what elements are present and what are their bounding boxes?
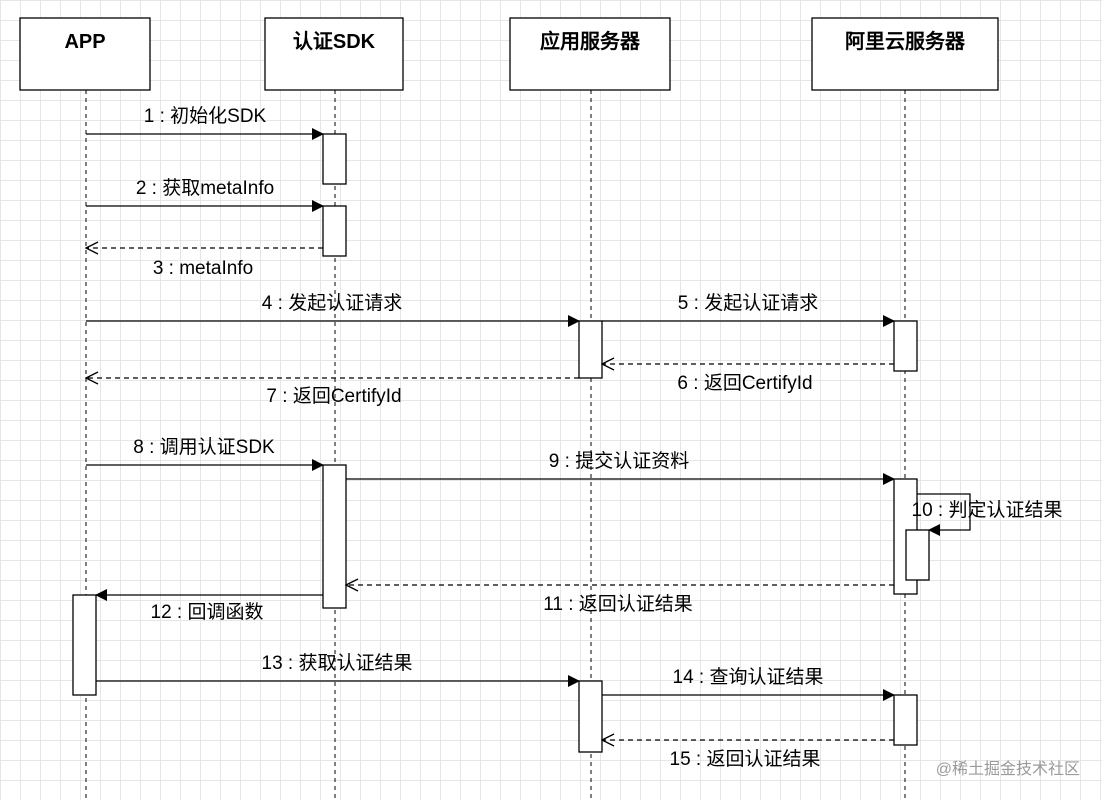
activation-app-server-2 (578, 680, 603, 753)
participant-sdk: 认证SDK (264, 17, 404, 91)
label-m6: 6 : 返回CertifyId (677, 372, 812, 394)
label-m13: 13 : 获取认证结果 (262, 652, 413, 674)
participant-app-server-label: 应用服务器 (540, 29, 641, 53)
label-m12: 12 : 回调函数 (151, 601, 264, 623)
participant-aliyun-server: 阿里云服务器 (811, 17, 999, 91)
watermark: @稀土掘金技术社区 (936, 760, 1080, 778)
activation-aliyun-self (905, 529, 930, 581)
activation-sdk-1 (322, 133, 347, 185)
label-m14: 14 : 查询认证结果 (673, 666, 824, 688)
label-m5: 5 : 发起认证请求 (678, 292, 818, 314)
participant-app-label: APP (64, 31, 105, 53)
label-m11: 11 : 返回认证结果 (543, 593, 693, 615)
participant-aliyun-server-label: 阿里云服务器 (845, 29, 966, 53)
participant-sdk-label: 认证SDK (293, 30, 376, 53)
participant-app-server: 应用服务器 (509, 17, 671, 91)
label-m10: 10 : 判定认证结果 (912, 499, 1063, 521)
activation-sdk-2 (322, 205, 347, 257)
activation-aliyun-3 (893, 694, 918, 746)
participant-app: APP (19, 17, 151, 91)
label-m2: 2 : 获取metaInfo (136, 177, 274, 199)
arrow-m10 (917, 493, 971, 536)
activation-app-1 (72, 594, 97, 696)
activation-sdk-3 (322, 464, 347, 609)
label-m7: 7 : 返回CertifyId (266, 385, 401, 407)
label-m4: 4 : 发起认证请求 (262, 292, 402, 314)
label-m1: 1 : 初始化SDK (144, 105, 267, 127)
label-m3: 3 : metaInfo (153, 258, 253, 279)
activation-aliyun-1 (893, 320, 918, 372)
label-m15: 15 : 返回认证结果 (670, 748, 821, 770)
label-m9: 9 : 提交认证资料 (549, 450, 689, 472)
activation-app-server-1 (578, 320, 603, 379)
label-m8: 8 : 调用认证SDK (133, 436, 275, 458)
